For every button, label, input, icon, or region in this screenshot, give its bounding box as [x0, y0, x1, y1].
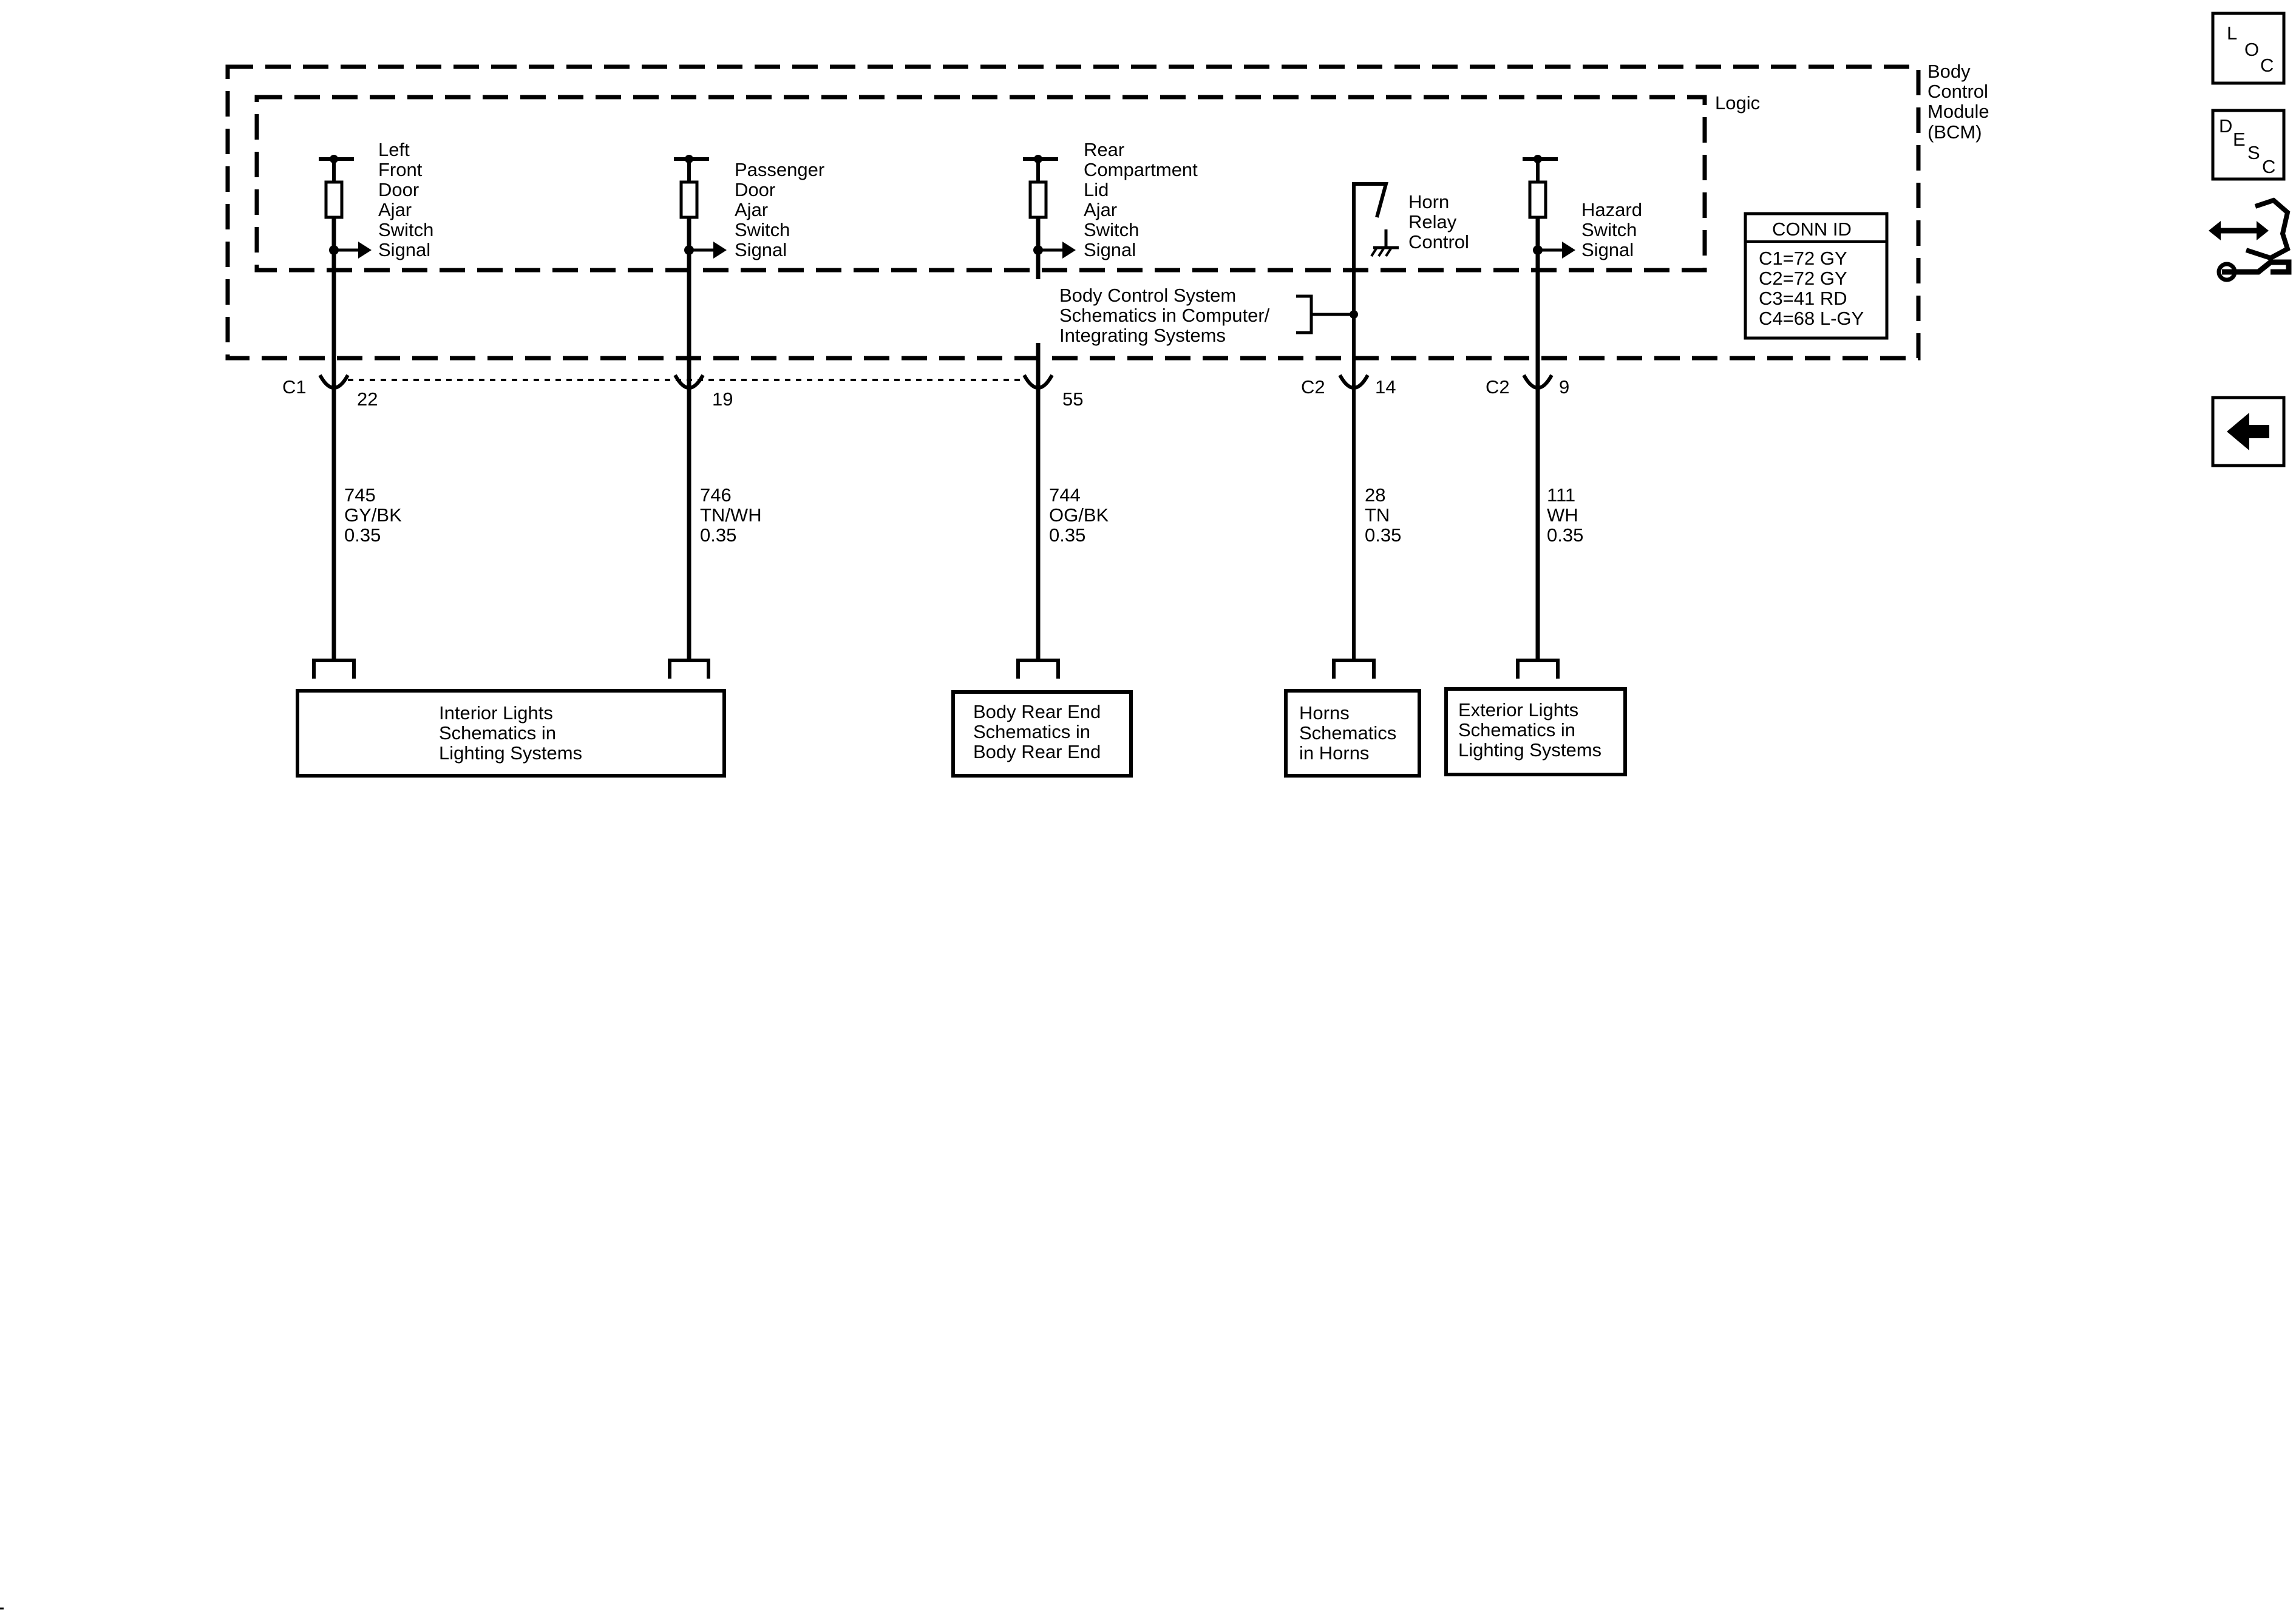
wire-label-744: 744 OG/BK 0.35: [1049, 484, 1114, 546]
signal-label-horn-relay: Horn Relay Control: [1408, 191, 1469, 253]
svg-text:O: O: [2244, 39, 2259, 60]
svg-text:E: E: [2233, 129, 2246, 150]
module-name: Body Control Module (BCM): [1927, 61, 1994, 143]
svg-text:C: C: [2260, 55, 2274, 76]
svg-text:Horns Schematics i: Horns Schematics in Horns: [1299, 702, 1402, 764]
circuit-rear-compartment-lid-ajar: [1023, 155, 1076, 659]
pin-label: 19: [712, 388, 733, 410]
circuit-horn-relay-control: [1352, 182, 1399, 659]
pin-label: 14: [1375, 376, 1396, 398]
destination-exterior-lights[interactable]: Exterior Lights Schematics in Lighting S…: [1444, 687, 1627, 776]
bcs-reference-label: Body Control System Schematics in Comput…: [1059, 285, 1275, 346]
conn-id-row: C3=41 RD: [1759, 288, 1847, 309]
signal-label-passenger-door: Passenger Door Ajar Switch Signal: [735, 159, 830, 260]
desc-button[interactable]: D E S C: [2211, 109, 2286, 181]
connector-c2-pin-9: [1522, 374, 1554, 390]
conn-id-table: CONN ID C1=72 GY C2=72 GY C3=41 RD C4=68…: [1744, 212, 1889, 340]
svg-text:C: C: [2262, 156, 2275, 177]
svg-text:S: S: [2247, 142, 2260, 163]
destination-interior-lights[interactable]: Interior Lights Schematics in Lighting S…: [296, 689, 726, 778]
logic-block-outline: [254, 95, 1707, 273]
conn-id-row: C1=72 GY: [1759, 248, 1847, 269]
destination-body-rear-end[interactable]: Body Rear End Schematics in Body Rear En…: [951, 690, 1133, 778]
wire-label-746: 746 TN/WH 0.35: [700, 484, 767, 546]
svg-text:D: D: [2219, 115, 2232, 137]
bcm-module-outline: [225, 64, 1921, 361]
circuit-hazard-switch: [1523, 155, 1575, 659]
conn-id-row: C2=72 GY: [1759, 268, 1847, 289]
pin-label: 22: [357, 388, 378, 410]
svg-text:L: L: [2227, 22, 2237, 44]
wire-label-111: 111 WH 0.35: [1547, 484, 1583, 546]
connector-label: C2: [1301, 376, 1325, 398]
pin-label: 9: [1559, 376, 1569, 398]
circuit-left-front-door-ajar: [319, 155, 372, 659]
connector-c1-pin-55: [1022, 374, 1054, 390]
connector-label: C2: [1486, 376, 1510, 398]
conn-id-row: C4=68 L-GY: [1759, 308, 1864, 329]
svg-text:Body Rear End Schematics: Body Rear End Schematics in Body Rear En…: [973, 701, 1106, 762]
back-arrow-icon: [2227, 413, 2269, 450]
back-button[interactable]: [2211, 396, 2286, 467]
conn-id-title: CONN ID: [1772, 219, 1852, 240]
signal-label-rear-compartment-lid: Rear Compartment Lid Ajar Switch Signal: [1084, 139, 1203, 260]
loc-button[interactable]: L O C: [2211, 12, 2286, 85]
svg-text:Interior Lights Schemati: Interior Lights Schematics in Lighting S…: [439, 702, 582, 764]
circuit-passenger-door-ajar: [674, 155, 727, 659]
connector-label: C1: [282, 376, 307, 398]
signal-label-left-front-door: Left Front Door Ajar Switch Signal: [378, 139, 439, 260]
connector-repair-icon[interactable]: [2209, 197, 2292, 282]
destination-horns[interactable]: Horns Schematics in Horns: [1284, 689, 1421, 778]
wire-label-28: 28 TN 0.35: [1365, 484, 1401, 546]
destination-terminals: [312, 659, 1560, 679]
svg-text:Exterior Lights Schemati: Exterior Lights Schematics in Lighting S…: [1458, 699, 1601, 761]
connector-c2-pin-14: [1338, 374, 1370, 390]
pin-label: 55: [1062, 388, 1083, 410]
signal-label-hazard-switch: Hazard Switch Signal: [1581, 199, 1648, 260]
logic-label: Logic: [1715, 92, 1760, 114]
wire-label-745: 745 GY/BK 0.35: [344, 484, 407, 546]
connector-c1-pin-22: [318, 374, 350, 390]
bcs-reference-bracket: [1296, 294, 1354, 334]
